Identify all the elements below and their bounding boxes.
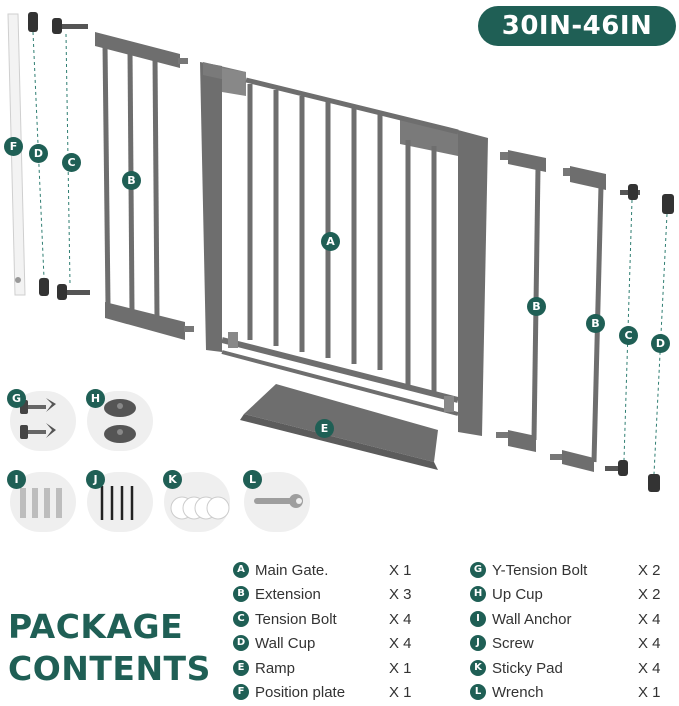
part-qty: X 1 (389, 659, 412, 677)
tension-bolts-left (52, 18, 90, 300)
marker-f: F (4, 137, 23, 156)
letter-badge: E (233, 659, 249, 676)
list-item: B Extension X 3 (233, 584, 413, 608)
part-qty: X 4 (638, 635, 661, 653)
marker-c-left: C (62, 153, 81, 172)
list-item: L Wrench X 1 (470, 682, 670, 706)
accessory-k-pads (170, 496, 230, 520)
letter-badge: A (233, 562, 249, 578)
marker-g: G (7, 389, 26, 408)
part-qty: X 1 (389, 562, 412, 579)
part-qty: X 1 (638, 683, 661, 701)
letter-badge: L (470, 683, 486, 700)
letter-badge: J (470, 635, 486, 652)
part-name: Y-Tension Bolt (492, 562, 588, 579)
part-name: Tension Bolt (255, 610, 337, 628)
part-qty: X 4 (638, 610, 661, 628)
ramp (240, 384, 438, 470)
marker-i: I (7, 470, 26, 489)
letter-badge: F (233, 683, 249, 700)
wall-cups-left (28, 12, 49, 296)
marker-d-right: D (651, 334, 670, 353)
list-item: H Up Cup X 2 (470, 584, 670, 608)
list-item: E Ramp X 1 (233, 658, 413, 682)
letter-badge: C (233, 610, 249, 627)
part-name: Wall Cup (255, 635, 316, 653)
part-name: Up Cup (492, 586, 543, 604)
letter-badge: H (470, 586, 486, 603)
list-item: I Wall Anchor X 4 (470, 609, 670, 633)
part-name: Wrench (492, 683, 544, 701)
part-qty: X 4 (389, 635, 412, 653)
marker-e: E (315, 419, 334, 438)
accessory-g-bolts (20, 398, 56, 439)
part-qty: X 4 (638, 659, 661, 677)
list-item: C Tension Bolt X 4 (233, 609, 413, 633)
part-name: Main Gate. (255, 562, 329, 579)
list-item: K Sticky Pad X 4 (470, 658, 670, 682)
marker-k: K (163, 470, 182, 489)
part-name: Extension (255, 586, 321, 604)
marker-b-left: B (122, 171, 141, 190)
list-item: J Screw X 4 (470, 633, 670, 657)
marker-b-mid: B (527, 297, 546, 316)
part-name: Sticky Pad (492, 659, 563, 677)
main-gate (200, 62, 488, 436)
marker-b-right: B (586, 314, 605, 333)
part-name: Screw (492, 635, 534, 653)
letter-badge: D (233, 635, 249, 652)
marker-j: J (86, 470, 105, 489)
accessory-l-wrench (254, 494, 303, 508)
title-line-2: CONTENTS (8, 649, 211, 688)
package-contents-title: PACKAGE CONTENTS (8, 606, 211, 690)
gate-diagram (7, 12, 674, 520)
title-line-1: PACKAGE (8, 607, 184, 646)
marker-d-left: D (29, 144, 48, 163)
part-name: Position plate (255, 683, 346, 701)
wall-cups-right (648, 194, 674, 492)
part-qty: X 3 (389, 586, 412, 604)
list-item: F Position plate X 1 (233, 682, 413, 706)
marker-c-right: C (619, 326, 638, 345)
part-name: Ramp (255, 659, 296, 677)
part-qty: X 2 (638, 586, 661, 604)
size-range-badge: 30IN-46IN (478, 6, 676, 46)
tension-bolts-right (605, 184, 640, 476)
part-qty: X 4 (389, 610, 412, 628)
letter-badge: B (233, 586, 249, 603)
part-qty: X 1 (389, 683, 412, 701)
marker-h: H (86, 389, 105, 408)
accessory-j-screws (100, 486, 134, 520)
part-qty: X 2 (638, 562, 661, 579)
parts-list-left: A Main Gate. X 1 B Extension X 3 C Tension Bo… (233, 560, 413, 706)
list-item: D Wall Cup X 4 (233, 633, 413, 657)
list-item: A Main Gate. X 1 (233, 560, 413, 584)
accessory-h-cups (104, 399, 136, 443)
marker-a: A (321, 232, 340, 251)
part-name: Wall Anchor (492, 610, 572, 628)
extension-left (95, 32, 194, 340)
marker-l: L (243, 470, 262, 489)
letter-badge: K (470, 659, 486, 676)
accessory-i-anchors (20, 488, 62, 518)
list-item: G Y-Tension Bolt X 2 (470, 560, 670, 584)
letter-badge: G (470, 562, 486, 578)
parts-list-right: G Y-Tension Bolt X 2 H Up Cup X 2 I Wall Anch… (470, 560, 670, 706)
letter-badge: I (470, 610, 486, 627)
